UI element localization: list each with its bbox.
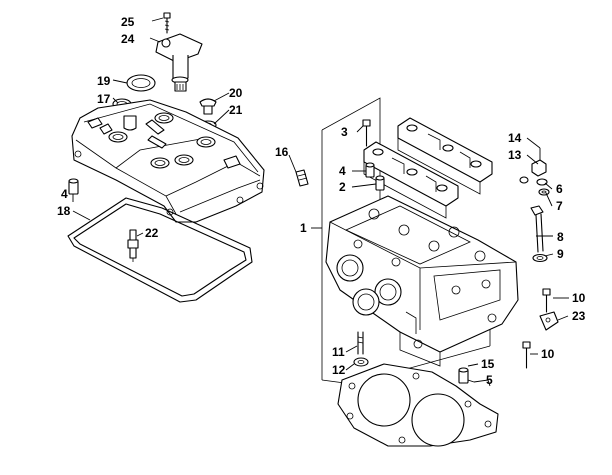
callout-10-lower: 10	[541, 347, 555, 361]
callout-9: 9	[557, 247, 564, 261]
callout-8: 8	[557, 230, 564, 244]
side-bolt-upper	[542, 288, 551, 313]
callout-21: 21	[229, 103, 243, 117]
valve-cover	[71, 99, 265, 223]
callout-labels: 25 24 19 17 20 21 4 18 22 16 3 4 2 1 14 …	[57, 15, 586, 387]
fitting-washer	[536, 178, 550, 196]
callout-18: 18	[57, 204, 71, 218]
side-bolt-lower	[522, 341, 531, 369]
ignition-coil	[155, 33, 203, 92]
callout-17: 17	[97, 92, 111, 106]
callout-2: 2	[339, 180, 346, 194]
cap-seal	[126, 74, 156, 92]
callout-23: 23	[572, 309, 586, 323]
callout-11: 11	[332, 345, 345, 359]
head-dowel	[458, 367, 469, 384]
cam-cap-rear	[397, 117, 493, 195]
head-gasket	[337, 363, 499, 447]
callout-10-upper: 10	[572, 291, 586, 305]
callout-15: 15	[481, 357, 495, 371]
cylinder-head	[325, 195, 519, 367]
cap-dowel	[365, 162, 375, 178]
banjo-fitting	[519, 159, 547, 184]
callout-25: 25	[121, 15, 135, 29]
callout-22: 22	[145, 226, 159, 240]
callout-14: 14	[508, 131, 522, 145]
spark-plug	[127, 229, 139, 262]
callout-13: 13	[508, 148, 522, 162]
callout-7: 7	[556, 199, 563, 213]
cover-bolt	[199, 98, 217, 115]
callout-16: 16	[275, 145, 289, 159]
callout-5: 5	[486, 373, 493, 387]
cam-cap-front	[363, 141, 459, 219]
leader-lines	[72, 17, 569, 387]
head-stud	[357, 331, 364, 355]
callout-24: 24	[121, 32, 135, 46]
head-bolt	[530, 205, 548, 263]
ignition-coil-bolt	[163, 12, 171, 34]
stud	[295, 169, 309, 187]
callout-4-cap: 4	[339, 164, 346, 178]
head-nut	[353, 357, 369, 367]
cap-bolt	[362, 119, 371, 147]
cover-gasket	[67, 197, 253, 303]
callout-4-cover: 4	[61, 187, 68, 201]
callout-19: 19	[97, 74, 111, 88]
callout-12: 12	[332, 363, 346, 377]
callout-1: 1	[300, 221, 307, 235]
callout-6: 6	[556, 182, 563, 196]
callout-3: 3	[341, 125, 348, 139]
bracket	[539, 311, 559, 331]
callout-20: 20	[229, 86, 243, 100]
dowel-pin	[68, 178, 79, 195]
cap-dowel-2	[375, 175, 385, 191]
